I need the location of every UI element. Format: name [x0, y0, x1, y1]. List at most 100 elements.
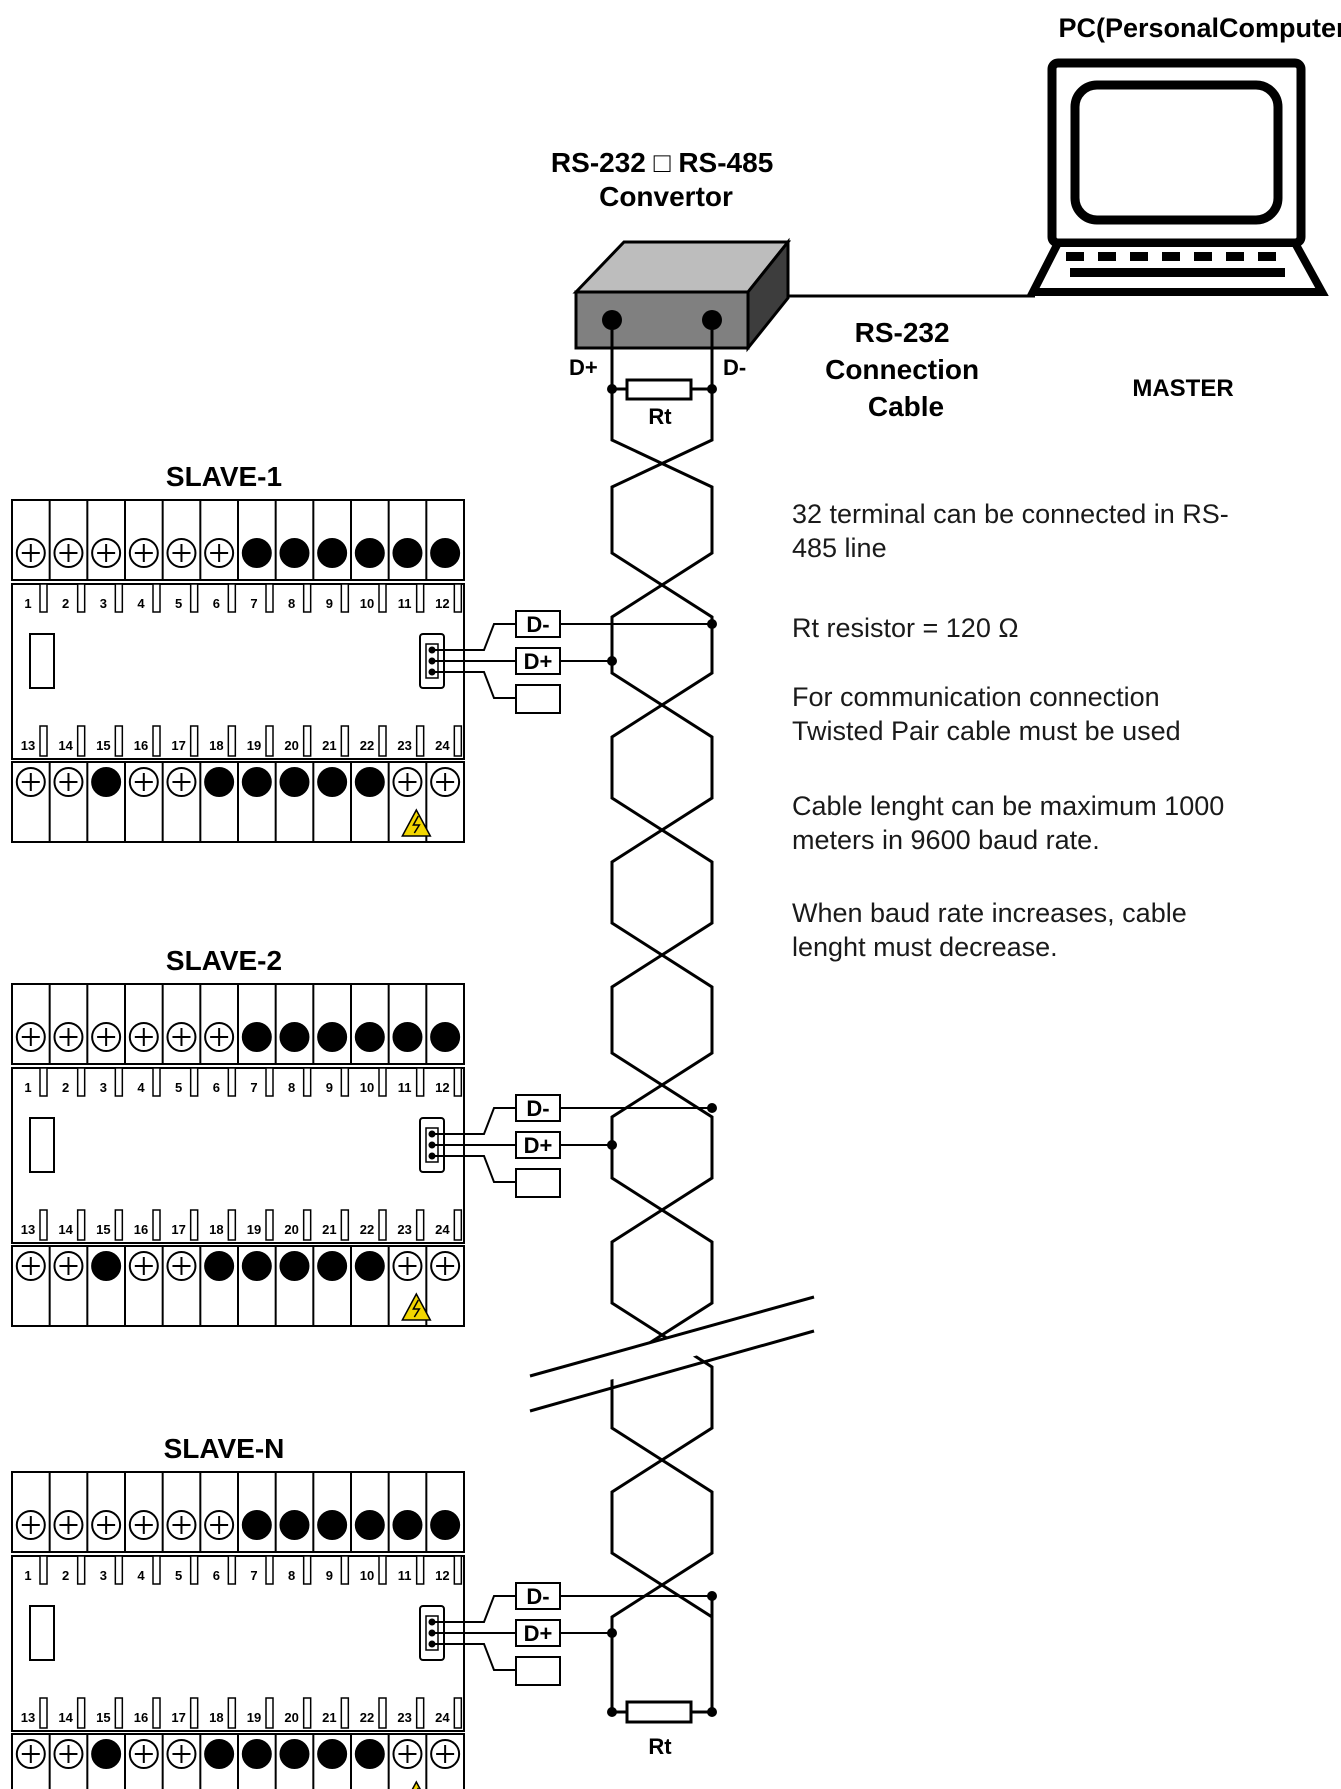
terminal-number: 9 [326, 596, 333, 611]
cable-label-line3: Cable [868, 391, 944, 422]
slave-title: SLAVE-1 [166, 461, 282, 492]
converter-title-line2: Convertor [599, 181, 733, 212]
terminal-screw [317, 767, 348, 797]
terminal-screw [279, 1739, 310, 1769]
converter-title-line1: RS-232 □ RS-485 [551, 147, 773, 178]
cable-label: RS-232 Connection Cable [825, 317, 987, 422]
terminal-number: 1 [24, 596, 31, 611]
converter-resistor-label: Rt [648, 404, 672, 429]
blank-box [515, 684, 561, 714]
terminal-screw [392, 538, 423, 568]
terminal-screw [430, 1022, 461, 1052]
terminal-number: 18 [209, 1710, 223, 1725]
connector-wire [432, 623, 516, 651]
converter-terminator [610, 330, 714, 410]
terminal-number: 24 [435, 1710, 450, 1725]
terminal-number: 14 [58, 1710, 73, 1725]
display-window [29, 1605, 55, 1661]
terminal-number: 13 [21, 1710, 35, 1725]
terminal-number: 6 [213, 1568, 220, 1583]
terminal-screw [317, 1251, 348, 1281]
terminal-screw [430, 538, 461, 568]
terminal-number: 18 [209, 1222, 223, 1237]
warning-icon [401, 1292, 432, 1321]
cable-break-gap [560, 1306, 780, 1394]
terminator-node [607, 384, 617, 394]
pc-label: PC(PersonalComputer) [1058, 13, 1341, 43]
terminal-number: 6 [213, 1080, 220, 1095]
terminal-number: 1 [24, 1568, 31, 1583]
d-plus-box [515, 1619, 561, 1647]
terminal-screw [354, 1739, 385, 1769]
slave-device-1: SLAVE-1113214315416517618719820921102211… [11, 461, 717, 843]
slave-device-3: SLAVE-N113214315416517618719820921102211… [11, 1433, 717, 1789]
converter-front-face [574, 290, 750, 350]
note-resistor-value: Rt resistor = 120 Ω [792, 613, 1019, 643]
terminal-number: 7 [250, 596, 257, 611]
terminal-number: 8 [288, 596, 295, 611]
terminal-screw [204, 1251, 235, 1281]
blank-box [515, 1656, 561, 1686]
terminal-number: 23 [397, 1710, 411, 1725]
terminal-screw [279, 1510, 310, 1540]
terminal-screw [430, 1510, 461, 1540]
terminal-number: 3 [100, 1080, 107, 1095]
blank-box [515, 1168, 561, 1198]
terminal-number: 13 [21, 738, 35, 753]
terminal-screw [317, 1022, 348, 1052]
terminal-screw [354, 1022, 385, 1052]
note-1-line-1: 32 terminal can be connected in RS- [792, 499, 1229, 529]
terminal-number: 2 [62, 596, 69, 611]
terminal-number: 21 [322, 1222, 336, 1237]
terminal-number: 18 [209, 738, 223, 753]
note-terminal-count: 32 terminal can be connected in RS- 485 … [792, 499, 1236, 563]
tap-node [607, 656, 617, 666]
terminal-number: 23 [397, 738, 411, 753]
d-minus-box [515, 1582, 561, 1610]
slave-d-plus-label: D+ [524, 1621, 553, 1646]
terminal-screw [279, 1251, 310, 1281]
terminal-number: 11 [398, 1568, 412, 1583]
note-5-line-2: lenght must decrease. [792, 932, 1058, 962]
note-5-line-1: When baud rate increases, cable [792, 898, 1187, 928]
terminal-number: 20 [284, 1222, 298, 1237]
terminal-number: 7 [250, 1568, 257, 1583]
terminal-screw [279, 767, 310, 797]
terminal-screw [91, 1739, 122, 1769]
terminal-number: 20 [284, 1710, 298, 1725]
tap-node [607, 1628, 617, 1638]
device-body [11, 1067, 465, 1244]
terminal-screw [317, 1739, 348, 1769]
connector-wire [432, 671, 516, 699]
terminal-number: 6 [213, 596, 220, 611]
terminal-screw [354, 1251, 385, 1281]
terminal-number: 5 [175, 1080, 182, 1095]
terminal-screw [279, 538, 310, 568]
warning-icon [411, 1780, 421, 1789]
terminal-number: 5 [175, 596, 182, 611]
terminal-number: 10 [360, 1080, 374, 1095]
terminal-screw [241, 1251, 272, 1281]
display-window [29, 633, 55, 689]
terminal-number: 19 [247, 738, 261, 753]
note-twisted-pair: For communication connection Twisted Pai… [792, 682, 1181, 746]
slave-d-minus-label: D- [526, 612, 549, 637]
terminal-number: 23 [397, 1222, 411, 1237]
terminal-number: 11 [398, 596, 412, 611]
terminal-screw [241, 538, 272, 568]
terminal-screw [317, 538, 348, 568]
terminal-screw [241, 1510, 272, 1540]
connector-wire [432, 1155, 516, 1183]
twisted-pair-cable [560, 410, 780, 1658]
terminal-number: 14 [58, 738, 73, 753]
terminal-screw [354, 538, 385, 568]
tap-node [707, 619, 717, 629]
terminal-screw [204, 1739, 235, 1769]
note-4-line-1: Cable lenght can be maximum 1000 [792, 791, 1224, 821]
terminal-number: 4 [137, 1080, 145, 1095]
slave-device-2: SLAVE-2113214315416517618719820921102211… [11, 945, 717, 1327]
terminal-number: 3 [100, 1568, 107, 1583]
device-body [11, 583, 465, 760]
terminal-number: 9 [326, 1080, 333, 1095]
end-terminator-node [607, 1707, 617, 1717]
